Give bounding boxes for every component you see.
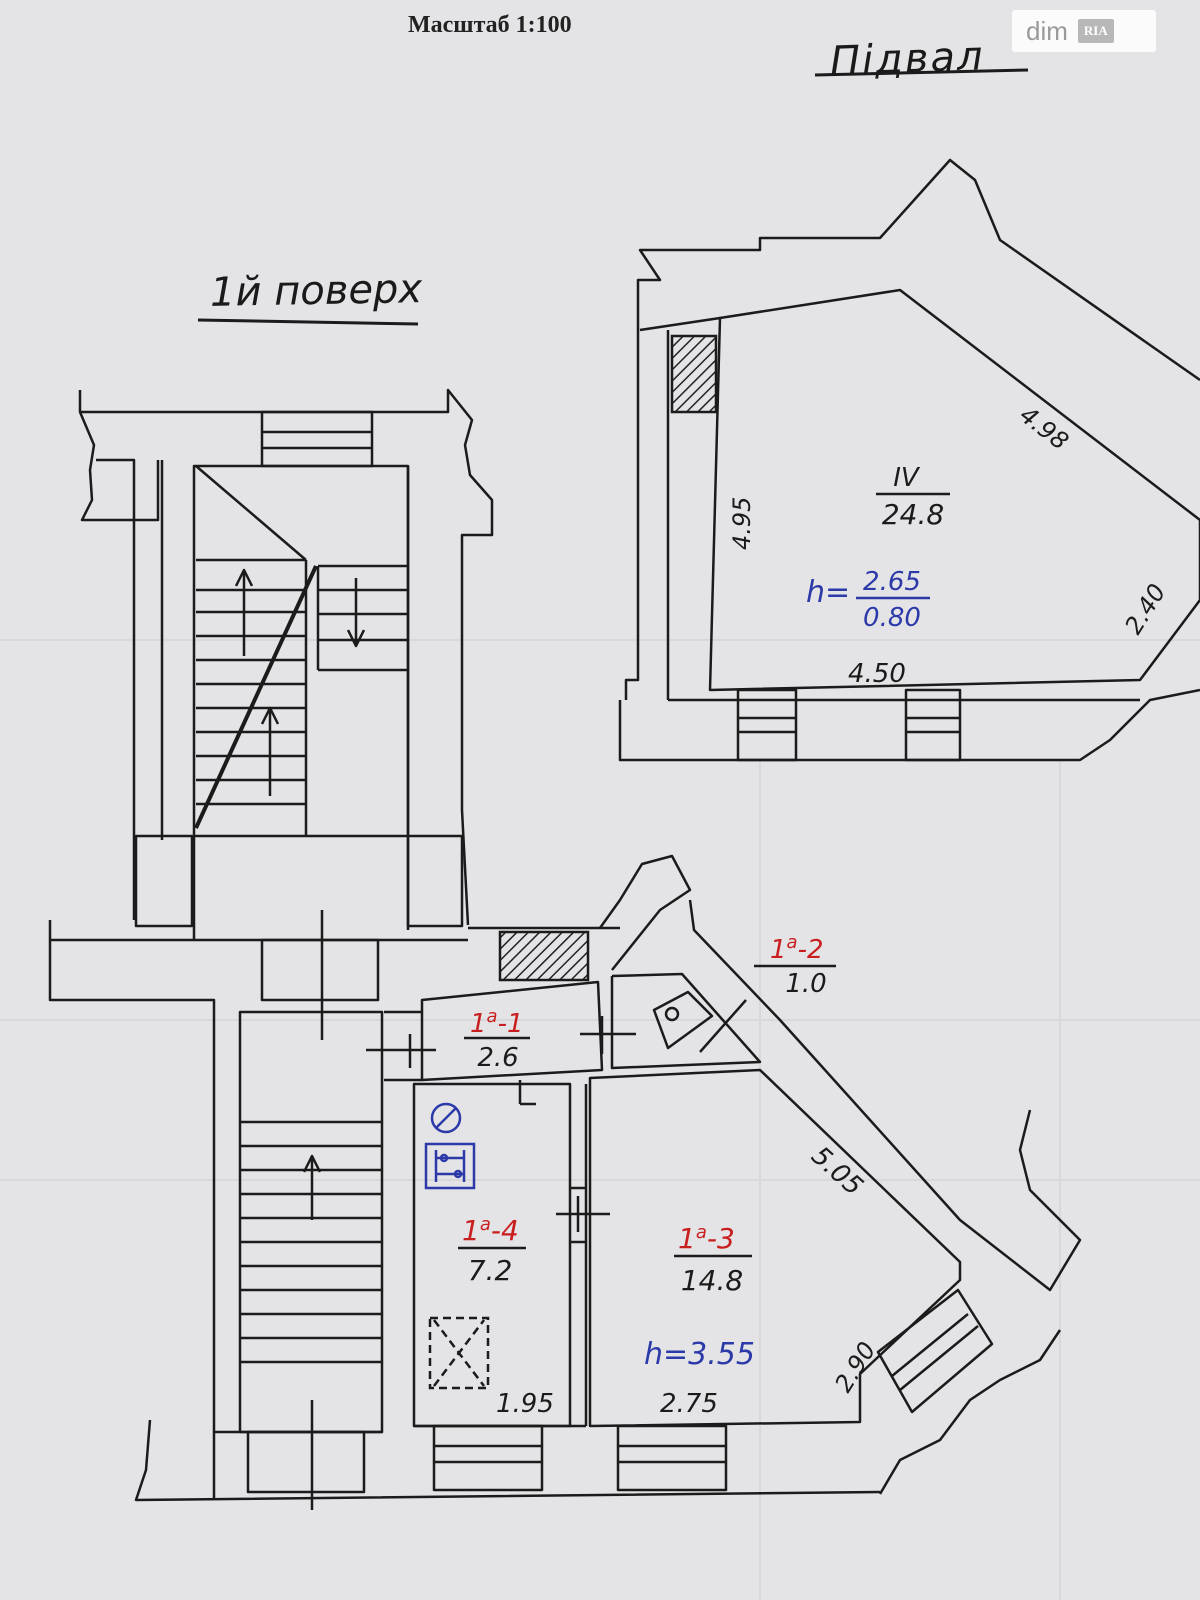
room-1a-1-outline — [420, 980, 604, 1082]
basement-outer-wall — [624, 158, 1200, 700]
toilet-fixture-icon — [664, 1006, 680, 1022]
room-1a-3-label: 1а-3 14.8 — [674, 1222, 752, 1297]
room-1a-1-sup: а — [487, 1006, 498, 1027]
basement-window-1 — [736, 688, 798, 762]
basement-room-id: IV — [893, 463, 921, 493]
room-1a-3-outline — [588, 1068, 962, 1428]
room-1a-1-label: 1а-1 2.6 — [464, 1006, 530, 1073]
scale-title: Масштаб 1:100 — [408, 12, 572, 38]
ventilation-shaft-icon — [428, 1316, 490, 1390]
basement-room-iv — [708, 288, 1200, 692]
svg-text:1а-2: 1а-2 — [770, 932, 824, 965]
room-1a-4-suffix: -4 — [491, 1214, 519, 1247]
electrical-panel-icon — [424, 1142, 476, 1190]
first-floor-plan — [48, 388, 1082, 1510]
watermark-dim: dim — [1026, 15, 1068, 46]
corner-window — [876, 1288, 994, 1414]
basement-label-underline — [814, 68, 1029, 77]
basement-dim-left: 4.95 — [728, 497, 756, 550]
dim-ria-watermark: dim RIA — [1012, 10, 1156, 52]
svg-text:1а-3: 1а-3 — [678, 1222, 735, 1255]
room-1a-2-sup: а — [787, 932, 798, 953]
basement-dim-bottom: 4.50 — [848, 659, 906, 689]
basement-height-bottom: 0.80 — [863, 603, 921, 633]
first-floor-height-label: h= — [644, 1337, 688, 1372]
basement-plan — [618, 158, 1200, 762]
room-1a-4-window — [432, 1424, 544, 1492]
basement-dim-diag: 4.98 — [1014, 401, 1073, 456]
first-floor-height: h=3.55 — [644, 1337, 755, 1372]
dim-room-1a-4-bottom: 1.95 — [496, 1389, 554, 1419]
room-1a-3-prefix: 1 — [678, 1222, 696, 1255]
basement-hatched-column — [670, 334, 718, 414]
first-floor-hatched-column — [498, 930, 590, 982]
room-1a-3-suffix: -3 — [707, 1222, 735, 1255]
room-1a-2-suffix: -2 — [798, 935, 824, 965]
svg-text:1а-1: 1а-1 — [470, 1006, 524, 1039]
room-1a-1-area: 2.6 — [477, 1043, 518, 1073]
room-1a-4-area: 7.2 — [468, 1254, 513, 1287]
room-1a-1-prefix: 1 — [470, 1009, 487, 1039]
room-1a-1-suffix: -1 — [498, 1009, 524, 1039]
stair-block-outer-wall — [78, 388, 494, 926]
room-1a-2-prefix: 1 — [770, 935, 787, 965]
gas-meter-icon — [430, 1102, 462, 1134]
floor-label-underline — [197, 318, 419, 326]
basement-room-area: 24.8 — [882, 498, 944, 531]
dim-room-1a-3-bottom: 2.75 — [660, 1389, 718, 1419]
lower-stair-window — [246, 1430, 366, 1494]
room-1a-3-window — [616, 1424, 728, 1492]
dim-corner-wall: 2.90 — [829, 1337, 881, 1397]
room-1a-4-label: 1а-4 7.2 — [458, 1214, 526, 1287]
basement-height-top: 2.65 — [863, 567, 921, 597]
basement-height-label: h= — [806, 575, 850, 610]
room-1a-2-outline — [610, 972, 762, 1070]
room-1a-4-prefix: 1 — [462, 1214, 480, 1247]
room-1a-3-area: 14.8 — [681, 1264, 743, 1297]
stair-top-window — [260, 410, 374, 468]
first-floor-height-value: 3.55 — [688, 1337, 755, 1372]
lower-stair-shaft — [238, 1010, 384, 1434]
basement-window-2 — [904, 688, 962, 762]
paper-show-through — [0, 639, 1200, 1600]
svg-text:1а-4: 1а-4 — [462, 1214, 519, 1247]
basement-bottom-wall — [618, 688, 1200, 762]
room-1a-4-sup: а — [480, 1214, 491, 1235]
watermark-ria: RIA — [1077, 19, 1114, 43]
basement-dim-corner: 2.40 — [1119, 579, 1171, 639]
dim-diag-wall: 5.05 — [805, 1141, 868, 1202]
room-1a-3-sup: а — [696, 1222, 707, 1243]
room-1a-2-area: 1.0 — [785, 969, 826, 999]
room-1a-2-label: 1а-2 1.0 — [754, 932, 836, 999]
